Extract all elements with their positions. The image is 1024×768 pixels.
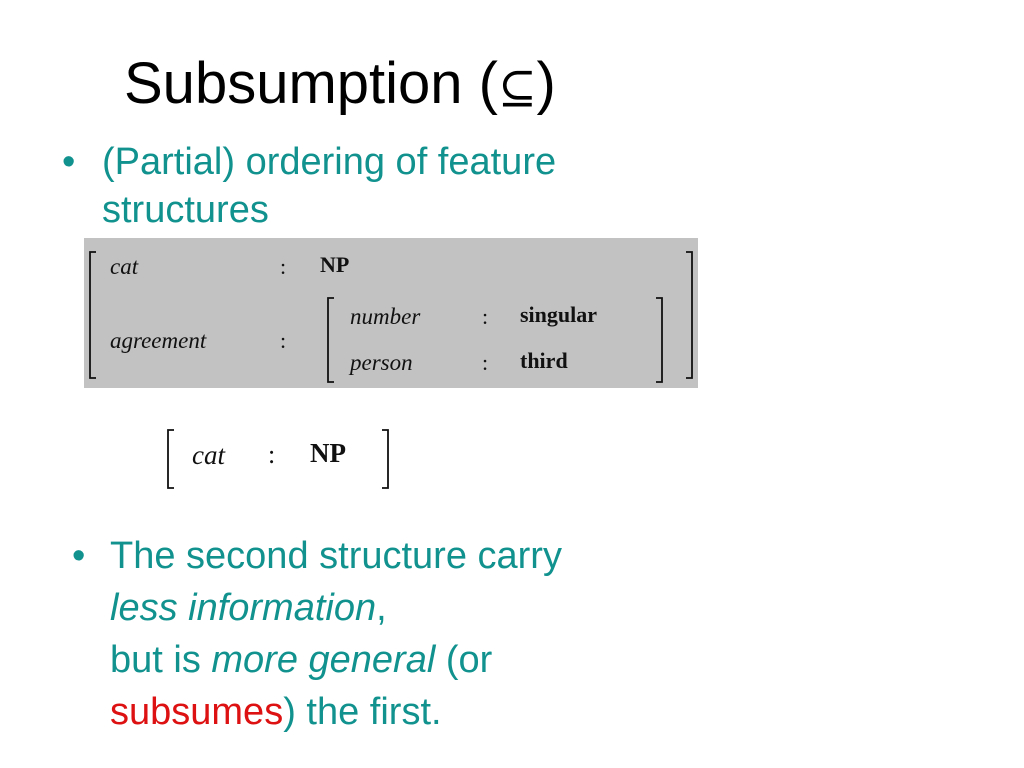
feature-structure-full: cat : NP agreement : number : singular p… xyxy=(84,238,698,388)
colon: : xyxy=(280,254,287,279)
feature-cat: cat xyxy=(110,254,139,279)
title-text: Subsumption ( xyxy=(124,51,498,116)
feature-cat: cat xyxy=(192,440,225,470)
bullet-line: The second structure carry xyxy=(110,535,562,577)
bullet-marker: • xyxy=(72,535,86,577)
outer-brackets xyxy=(89,251,693,383)
slide-title: Subsumption (⊆) xyxy=(124,44,556,127)
bullet-text-fragment: but is xyxy=(110,639,212,681)
subset-equal-symbol: ⊆ xyxy=(497,60,537,114)
emphasis-less-information: less information xyxy=(110,587,377,629)
bullet-second-structure: • The second structure carry less inform… xyxy=(72,530,712,750)
highlight-subsumes: subsumes xyxy=(110,691,284,733)
feature-structure-general: cat : NP xyxy=(160,426,400,492)
colon: : xyxy=(268,440,276,469)
bullet-text-fragment: ) the first. xyxy=(283,691,442,733)
colon: : xyxy=(280,328,287,353)
bullet-marker: • xyxy=(62,141,76,183)
bullet-line: subsumes) the first. xyxy=(110,686,562,738)
bullet-line: less information, xyxy=(110,582,562,634)
colon: : xyxy=(482,304,489,329)
title-close-paren: ) xyxy=(536,51,556,116)
bullet-line: (Partial) ordering of feature xyxy=(102,141,557,183)
feature-agreement: agreement xyxy=(110,328,207,353)
bullet-line: but is more general (or xyxy=(110,634,562,686)
bullet-text-fragment: (or xyxy=(435,639,493,681)
bullet-comma: , xyxy=(376,587,387,629)
feature-person: person xyxy=(350,350,413,375)
colon: : xyxy=(482,350,489,375)
value-singular: singular xyxy=(520,302,598,327)
value-np: NP xyxy=(320,252,350,277)
bullet-partial-ordering: • (Partial) ordering of feature structur… xyxy=(62,138,702,238)
bullet-line: structures xyxy=(102,189,269,231)
value-np: NP xyxy=(310,438,346,468)
simple-brackets xyxy=(167,429,389,489)
value-third: third xyxy=(520,348,568,373)
bullet-text: (Partial) ordering of feature structures xyxy=(102,138,556,234)
bullet-text: The second structure carry less informat… xyxy=(110,530,562,738)
feature-number: number xyxy=(350,304,421,329)
emphasis-more-general: more general xyxy=(211,639,436,681)
